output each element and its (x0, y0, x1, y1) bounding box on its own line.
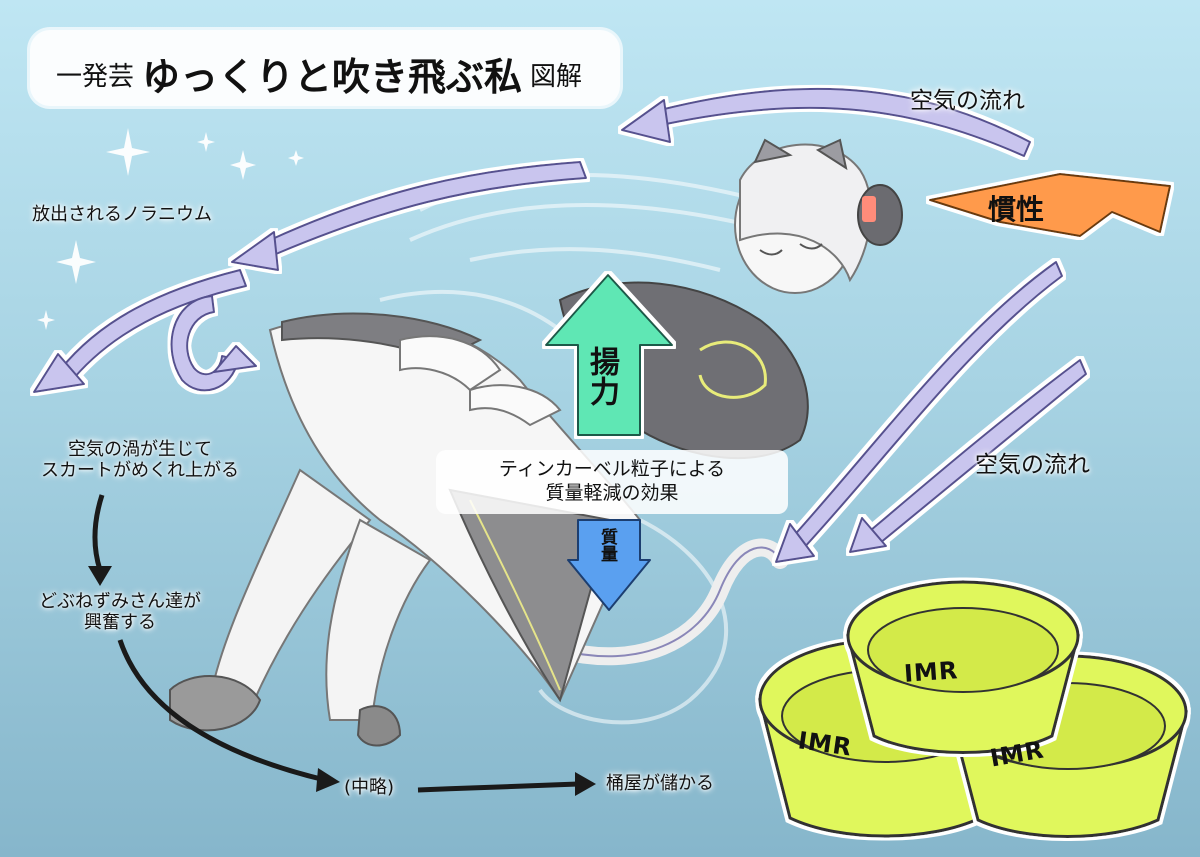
chain-step1-line1: 空気の渦が生じて (68, 439, 212, 460)
title-suffix: 図解 (530, 62, 583, 92)
airflow-top-label: 空気の流れ (910, 88, 1025, 114)
title-main: ゆっくりと吹き飛ぶ私 (142, 55, 523, 99)
mass-label: 質量 (597, 528, 617, 562)
girl-figure (169, 138, 903, 747)
chain-step1-line2: スカートがめくれ上がる (41, 459, 239, 481)
sparkle-icons (37, 128, 304, 330)
noranium-label: 放出されるノラニウム (32, 204, 212, 225)
airflow-arrows (33, 87, 1087, 563)
inertia-arrow (929, 173, 1171, 237)
chain-step2: どぶねずみさん達が 興奮する (10, 591, 230, 633)
tinkerbell-line1: ティンカーベル粒子による (498, 458, 726, 480)
title-prefix: 一発芸 (56, 62, 135, 92)
chain-step2-line2: 興奮する (84, 611, 156, 633)
tinkerbell-line2: 質量軽減の効果 (545, 482, 679, 504)
chain-step4: 桶屋が儲かる (606, 773, 714, 794)
mass-arrow (567, 519, 651, 611)
chain-step1: 空気の渦が生じて スカートがめくれ上がる (20, 439, 260, 481)
chain-step3: (中略) (344, 777, 395, 798)
inertia-label: 慣性 (988, 193, 1045, 226)
chain-arrows (88, 494, 596, 796)
tub-top-label: IMR (903, 656, 960, 688)
imr-tubs (758, 580, 1188, 838)
tub-top (846, 580, 1080, 754)
tinkerbell-box: ティンカーベル粒子による 質量軽減の効果 (436, 450, 788, 514)
airflow-right-label: 空気の流れ (975, 452, 1090, 478)
lift-label: 揚力 (584, 346, 619, 406)
chain-step2-line1: どぶねずみさん達が (39, 591, 201, 612)
lift-arrow (545, 274, 673, 436)
title-box: 一発芸 ゆっくりと吹き飛ぶ私 図解 (30, 30, 620, 106)
